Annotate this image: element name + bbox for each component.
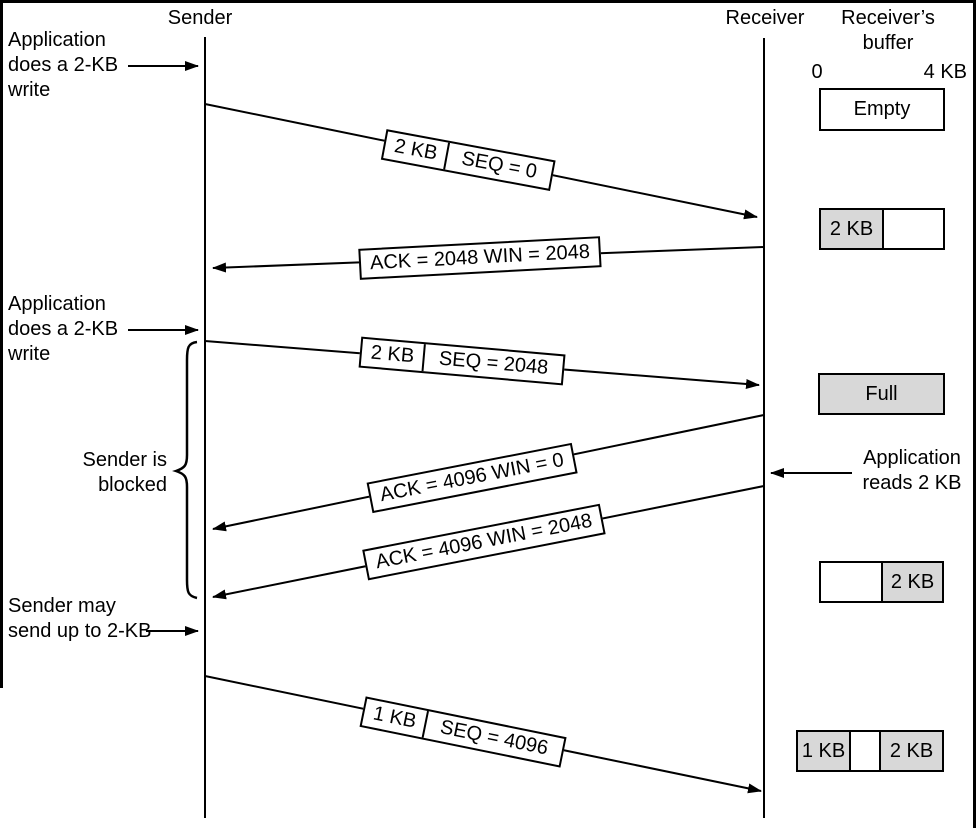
buffer-segment-2kb-data: 2 KB: [881, 563, 942, 601]
receivers-buffer-title-line2: buffer: [862, 32, 914, 54]
buffer-segment-1kb-data: 1 KB: [798, 732, 849, 770]
sender-blocked-brace: [172, 340, 198, 600]
buffer-snapshot-empty: Empty: [819, 88, 945, 131]
annotation-app-write-2: Application does a 2-KB write: [8, 292, 118, 367]
annotation-app-write-1: Application does a 2-KB write: [8, 28, 118, 103]
annotation-sender-may-send: Sender may send up to 2-KB: [8, 594, 151, 644]
receivers-buffer-title-line1: Receiver’s: [841, 7, 935, 29]
buffer-segment-free: [821, 563, 881, 601]
annotation-line: write: [8, 79, 51, 101]
annotation-app-reads: Application reads 2 KB: [852, 446, 972, 496]
annotation-line: does a 2-KB: [8, 54, 119, 76]
annotation-line: Application: [8, 293, 106, 315]
buffer-snapshot-2kb: 2 KB: [819, 208, 945, 250]
receiver-column-title: Receiver: [725, 7, 805, 29]
annotation-line: send up to 2-KB: [8, 620, 152, 642]
annotation-line: does a 2-KB: [8, 318, 119, 340]
annotation-line: Sender is: [82, 449, 168, 471]
buffer-segment-2kb-data: 2 KB: [879, 732, 942, 770]
annotation-line: Application: [8, 29, 106, 51]
buffer-snapshot-1kb-gap-2kb: 1 KB 2 KB: [796, 730, 944, 772]
buffer-snapshot-full: Full: [818, 373, 945, 415]
receivers-buffer-title: Receiver’s buffer: [826, 6, 950, 56]
buffer-segment-free: [849, 732, 879, 770]
buffer-segment-2kb-data: 2 KB: [821, 210, 882, 248]
message-size-field: 2 KB: [369, 341, 416, 368]
annotation-line: Sender may: [8, 595, 116, 617]
annotation-line: reads 2 KB: [862, 472, 962, 494]
buffer-segment-full: Full: [820, 375, 943, 413]
buffer-segment-free: [882, 210, 943, 248]
annotation-line: blocked: [98, 474, 167, 496]
buffer-snapshot-2kb-at-end: 2 KB: [819, 561, 944, 603]
annotation-line: write: [8, 343, 51, 365]
annotation-line: Application: [863, 447, 961, 469]
buffer-scale-4kb: 4 KB: [923, 61, 967, 83]
annotation-sender-blocked: Sender is blocked: [40, 448, 168, 498]
buffer-segment-empty: Empty: [853, 98, 911, 120]
sender-column-title: Sender: [167, 7, 233, 29]
buffer-scale-0: 0: [811, 61, 823, 83]
